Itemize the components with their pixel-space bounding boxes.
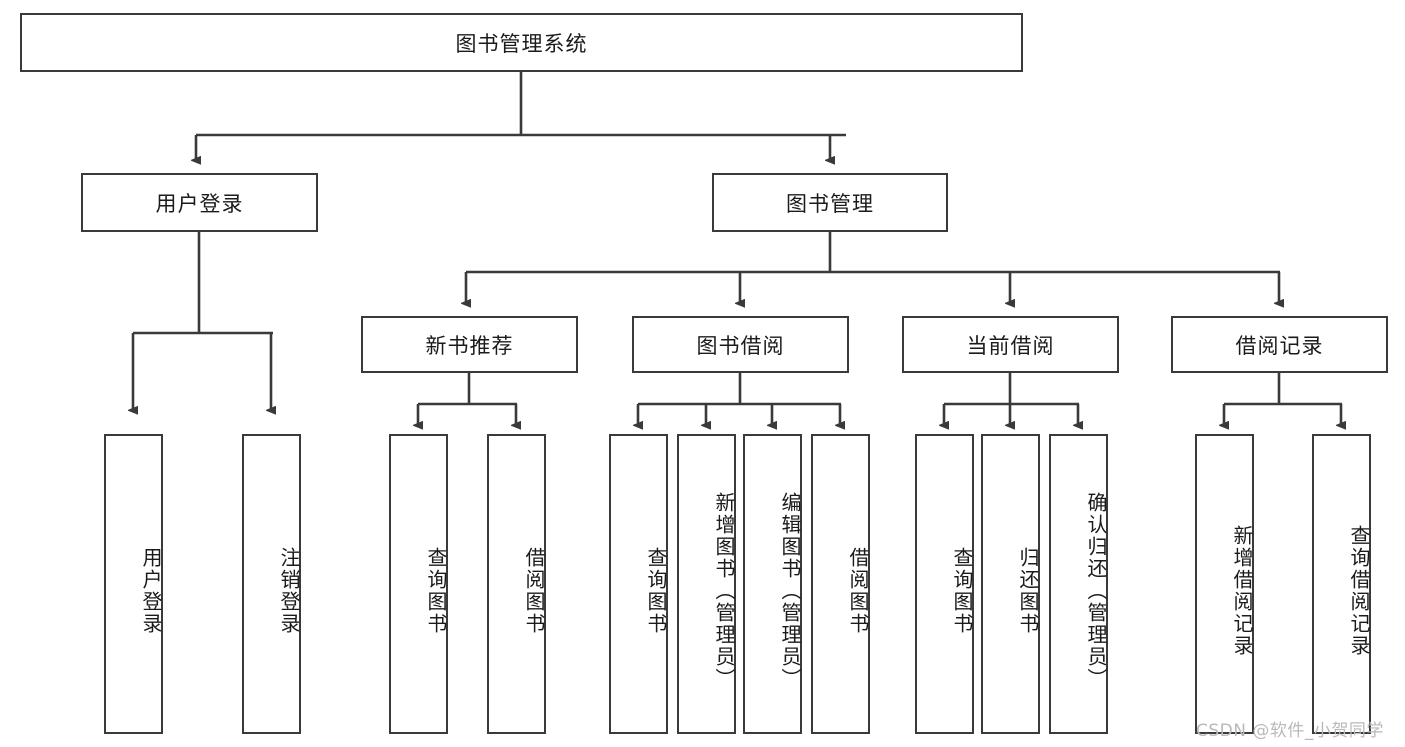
node-label: 编辑图书（管理员） xyxy=(778,492,802,690)
leaf-add-book-admin[interactable]: 新增图书（管理员） xyxy=(677,434,736,734)
node-label: 新增图书（管理员） xyxy=(712,492,736,690)
leaf-confirm-return-admin[interactable]: 确认归还（管理员） xyxy=(1049,434,1108,734)
leaf-query-book-new[interactable]: 查询图书 xyxy=(389,434,448,734)
node-label: 用户登录 xyxy=(139,547,163,635)
node-label: 查询图书 xyxy=(644,547,668,635)
node-label: 用户登录 xyxy=(155,191,244,216)
leaf-user-login[interactable]: 用户登录 xyxy=(104,434,163,734)
node-label: 查询借阅记录 xyxy=(1347,525,1371,657)
leaf-query-borrow-record[interactable]: 查询借阅记录 xyxy=(1312,434,1371,734)
node-label: 借阅记录 xyxy=(1235,333,1324,358)
node-label: 借阅图书 xyxy=(522,547,546,635)
leaf-borrow-book-new[interactable]: 借阅图书 xyxy=(487,434,546,734)
node-borrow-record[interactable]: 借阅记录 xyxy=(1171,316,1388,373)
node-label: 图书管理 xyxy=(786,191,874,216)
node-label: 当前借阅 xyxy=(966,333,1055,358)
node-book-management[interactable]: 图书管理 xyxy=(712,173,948,232)
leaf-return-book[interactable]: 归还图书 xyxy=(981,434,1040,734)
node-root-system[interactable]: 图书管理系统 xyxy=(20,13,1023,72)
node-label: 图书借阅 xyxy=(696,333,785,358)
node-label: 新增借阅记录 xyxy=(1230,525,1254,657)
node-label: 图书管理系统 xyxy=(455,31,588,56)
node-user-login[interactable]: 用户登录 xyxy=(81,173,318,232)
leaf-query-book-borrow[interactable]: 查询图书 xyxy=(609,434,668,734)
leaf-add-borrow-record[interactable]: 新增借阅记录 xyxy=(1195,434,1254,734)
csdn-watermark: CSDN @软件_小贺同学 xyxy=(1196,721,1384,741)
node-current-borrow[interactable]: 当前借阅 xyxy=(902,316,1119,373)
node-label: 查询图书 xyxy=(424,547,448,635)
node-new-book-recommend[interactable]: 新书推荐 xyxy=(361,316,578,373)
node-label: 新书推荐 xyxy=(425,333,514,358)
node-label: 归还图书 xyxy=(1016,547,1040,635)
leaf-logout[interactable]: 注销登录 xyxy=(242,434,301,734)
node-label: 确认归还（管理员） xyxy=(1084,492,1108,690)
leaf-query-book-current[interactable]: 查询图书 xyxy=(915,434,974,734)
node-label: 借阅图书 xyxy=(846,547,870,635)
node-label: 查询图书 xyxy=(950,547,974,635)
leaf-edit-book-admin[interactable]: 编辑图书（管理员） xyxy=(743,434,802,734)
leaf-borrow-book[interactable]: 借阅图书 xyxy=(811,434,870,734)
node-book-borrow[interactable]: 图书借阅 xyxy=(632,316,849,373)
node-label: 注销登录 xyxy=(277,547,301,635)
